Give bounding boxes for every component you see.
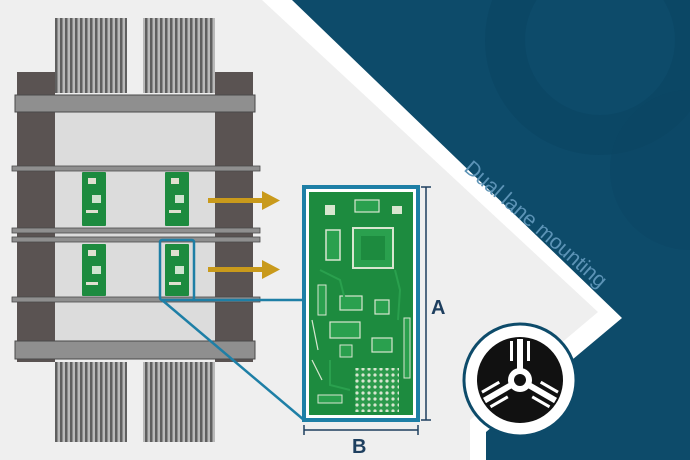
- tuning-fork-logo: [462, 322, 578, 438]
- arrow-right-icon: [208, 191, 280, 210]
- arrow-right-icon: [208, 260, 280, 279]
- enlarged-pcb: [302, 185, 420, 422]
- zoom-connector: [161, 298, 305, 421]
- dimension-b-indicator: [303, 425, 419, 435]
- navy-panel: [262, 0, 690, 460]
- lane-board: [82, 244, 106, 296]
- lane-board-highlighted: [158, 238, 196, 302]
- dimension-a-indicator: [421, 186, 431, 421]
- dimension-a-label: A: [431, 297, 445, 319]
- lane-board: [165, 172, 189, 226]
- dimension-b-label: B: [352, 436, 366, 458]
- lane-board: [82, 172, 106, 226]
